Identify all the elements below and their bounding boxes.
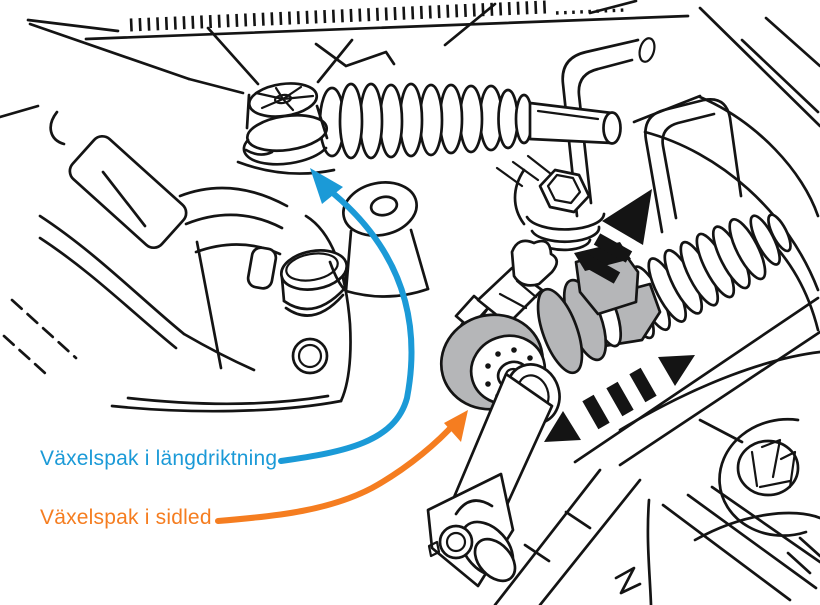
subframe-cap	[279, 249, 349, 317]
label-lateral: Växelspak i sidled	[40, 506, 212, 529]
label-longitudinal: Växelspak i längdriktning	[40, 447, 278, 470]
flange-bracket	[328, 181, 430, 298]
lateral-pointer-arrow	[215, 410, 468, 524]
mounting-bracket	[561, 37, 743, 234]
lateral-motion-arrow	[544, 355, 695, 442]
shift-lever	[426, 363, 561, 588]
pivot-nut	[513, 168, 606, 252]
subframe	[38, 134, 430, 413]
shift-rod-boot	[242, 82, 622, 188]
longitudinal-motion-arrow	[581, 189, 652, 284]
cable-end-mechanism	[426, 242, 662, 588]
longitudinal-pointer-arrow	[278, 168, 415, 464]
ball-joint-cap	[242, 82, 329, 166]
cast-housing	[718, 417, 808, 537]
